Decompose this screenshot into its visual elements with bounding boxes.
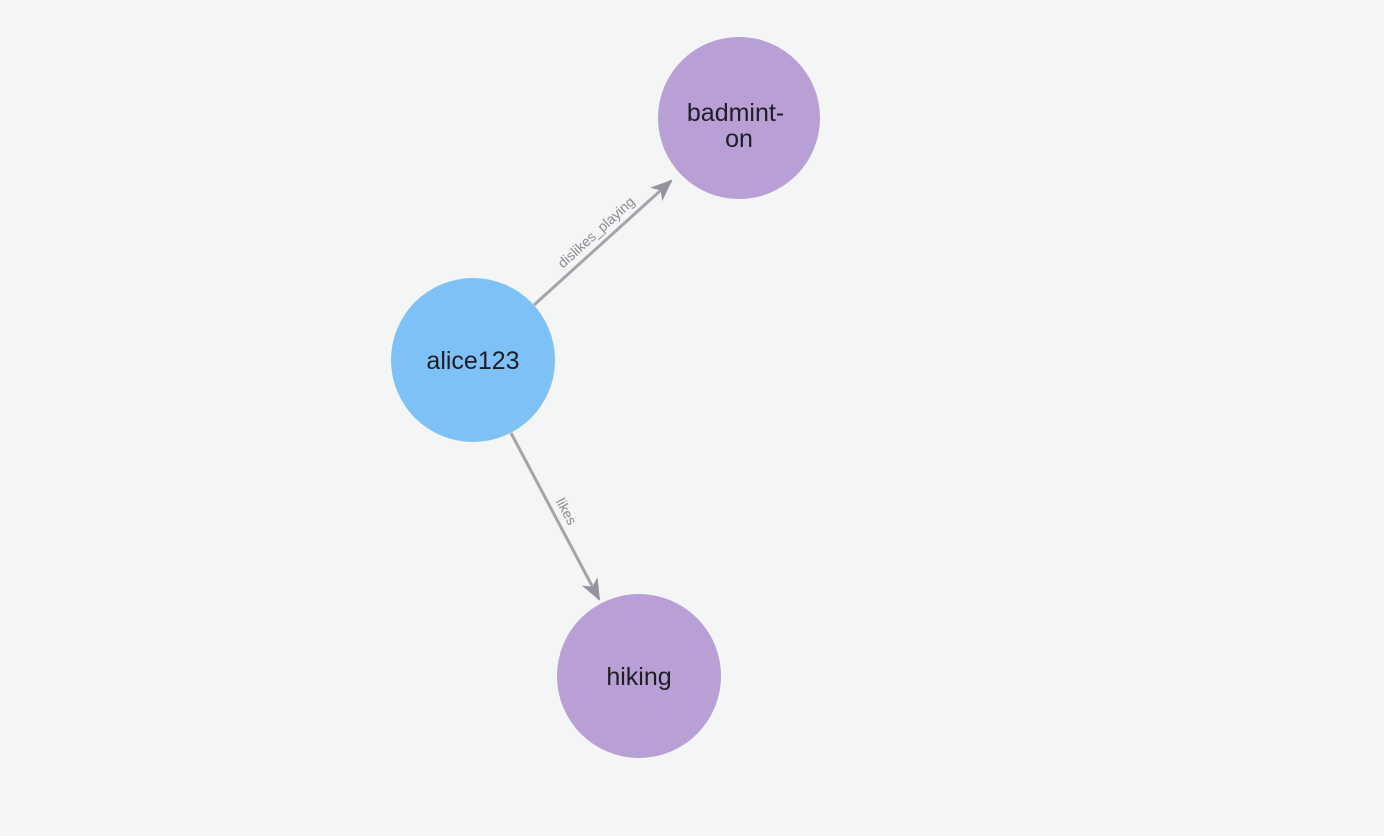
edge-line-likes[interactable] (509, 432, 601, 601)
node-circle-alice123[interactable] (391, 278, 555, 442)
node-hiking[interactable]: hiking (557, 594, 721, 758)
edge-label-dislikes-playing: dislikes_playing (554, 193, 637, 271)
edge-line-dislikes-playing[interactable] (532, 179, 673, 307)
node-circle-badminton[interactable] (658, 37, 820, 199)
edge-dislikes-playing[interactable]: dislikes_playing (532, 179, 673, 307)
edge-likes[interactable]: likes (509, 432, 601, 601)
node-circle-hiking[interactable] (557, 594, 721, 758)
node-badminton[interactable]: badmint- on (658, 37, 820, 199)
node-alice123[interactable]: alice123 (391, 278, 555, 442)
